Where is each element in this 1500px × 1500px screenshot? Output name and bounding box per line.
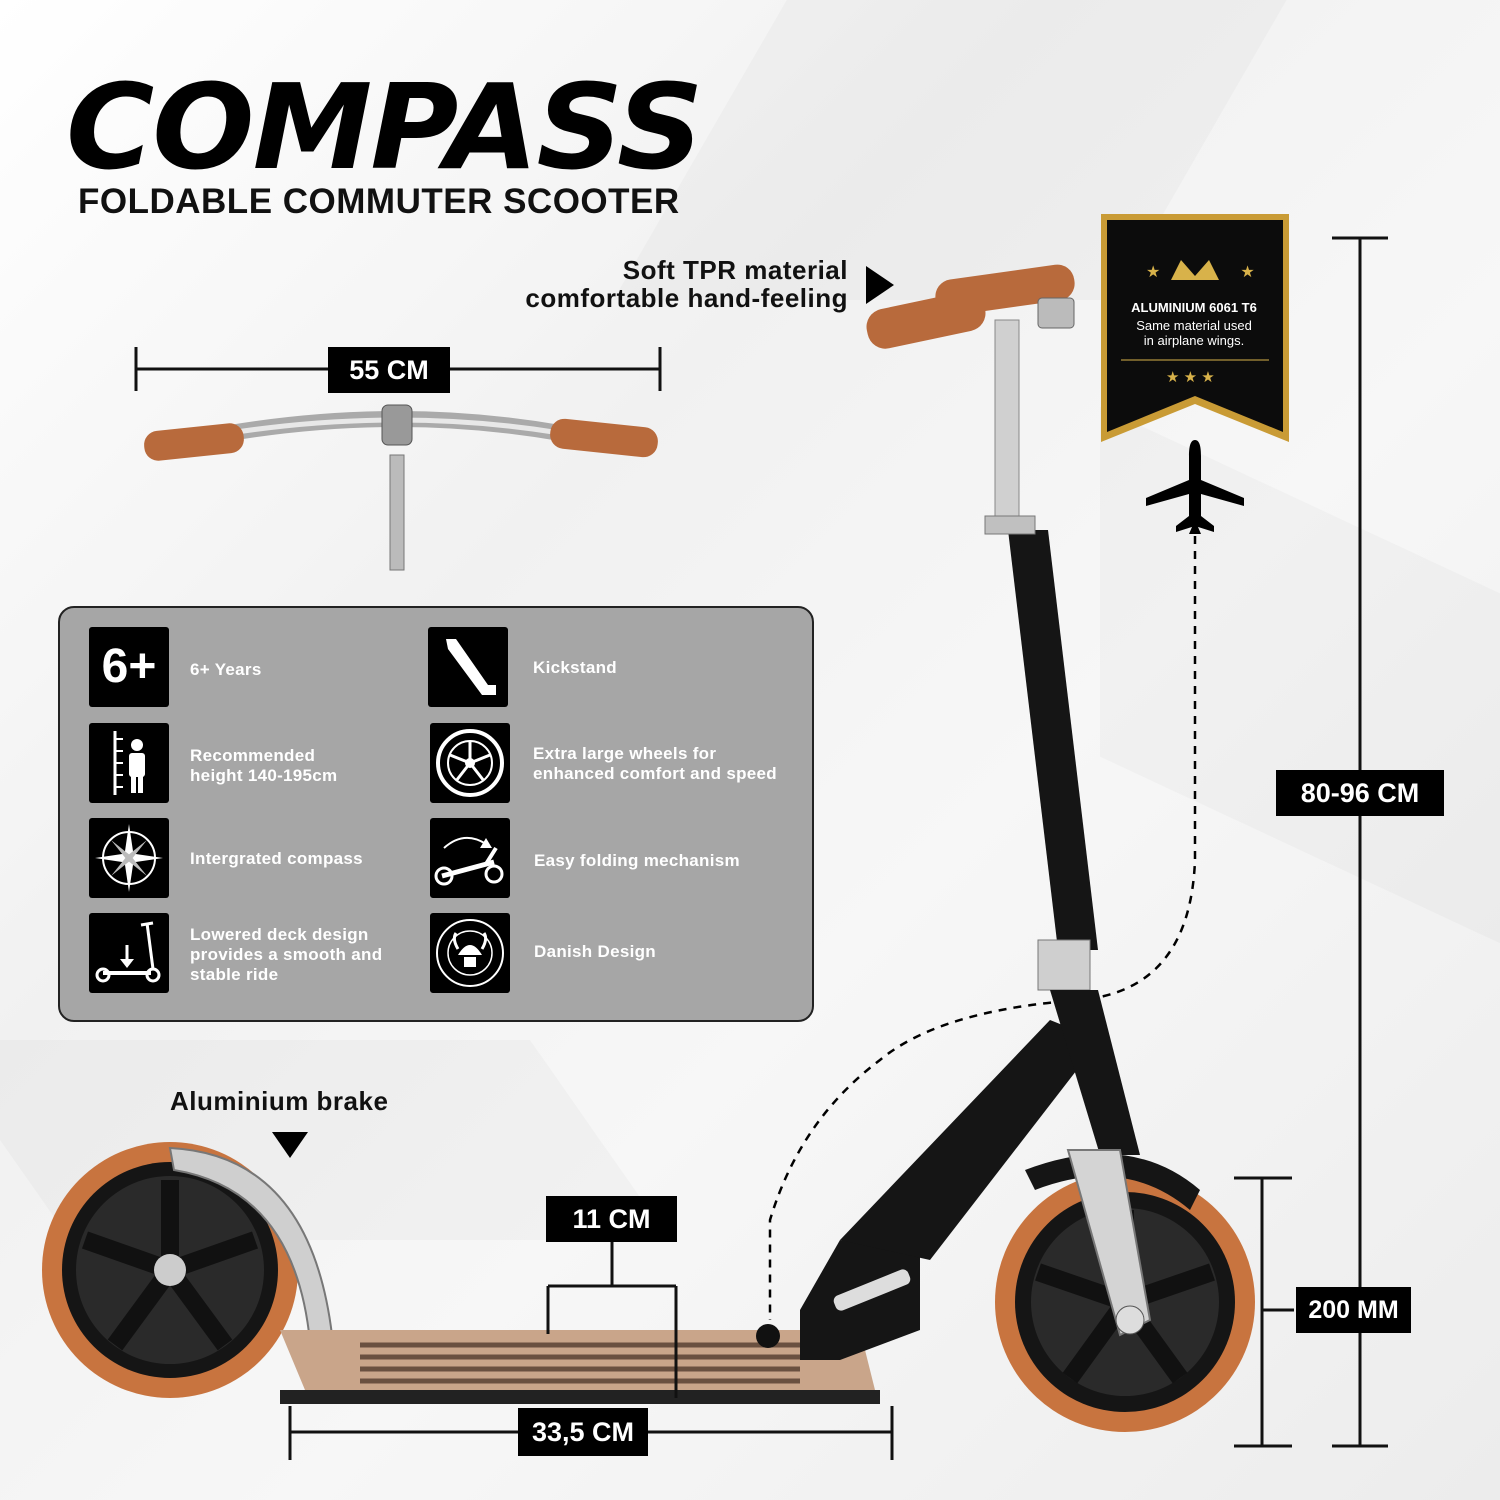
- grip-callout-line2: comfortable hand-feeling: [525, 283, 848, 313]
- age-6-plus-icon: 6+: [89, 627, 169, 707]
- danish-design-icon: [430, 913, 510, 993]
- badge-line1: ALUMINIUM 6061 T6: [1131, 300, 1257, 315]
- grip-callout-line1: Soft TPR material: [622, 255, 848, 285]
- badge-stars-bottom-icon: ★ ★ ★: [1166, 369, 1215, 386]
- brake-callout: Aluminium brake: [170, 1086, 389, 1116]
- wheel-icon: [430, 723, 510, 803]
- height-label: 80-96 CM: [1276, 770, 1444, 816]
- scooter-illustration: [42, 264, 1255, 1432]
- feature-label-deck: Lowered deck design provides a smooth an…: [190, 925, 383, 984]
- aluminium-badge: [1101, 214, 1289, 442]
- feature-label-wheels: Extra large wheels for enhanced comfort …: [533, 744, 777, 783]
- folding-icon: [430, 818, 510, 898]
- wheel-size-label: 200 MM: [1296, 1287, 1411, 1333]
- brand-title: COMPASS: [66, 58, 704, 196]
- feature-label-height: Recommended height 140-195cm: [190, 746, 338, 785]
- height-chart-icon: [89, 723, 169, 803]
- brand-subtitle: FOLDABLE COMMUTER SCOOTER: [78, 182, 680, 221]
- grip-arrow-icon: [866, 266, 894, 304]
- lowered-deck-icon: [89, 913, 169, 993]
- feature-label-age: 6+ Years: [190, 660, 262, 679]
- feature-label-compass: Intergrated compass: [190, 849, 363, 868]
- wheel-dimension-line: [1234, 1176, 1294, 1448]
- grip-callout: Soft TPR material comfortable hand-feeli…: [496, 256, 848, 312]
- route-dashed-line: [768, 520, 1201, 1320]
- deck-length-label: 33,5 CM: [518, 1408, 648, 1456]
- height-dimension-line: [1332, 236, 1388, 1448]
- deck-width-bracket: [546, 1242, 678, 1398]
- badge-stars-top-icon: ★ ★: [1146, 264, 1255, 281]
- badge-line3: in airplane wings.: [1143, 333, 1245, 348]
- feature-label-kickstand: Kickstand: [533, 658, 617, 677]
- feature-label-folding: Easy folding mechanism: [534, 851, 740, 870]
- badge-line2: Same material used: [1136, 318, 1252, 333]
- kickstand-icon: [428, 627, 508, 707]
- compass-icon: [89, 818, 169, 898]
- airplane-icon: [1146, 440, 1244, 532]
- feature-label-danish: Danish Design: [534, 942, 656, 961]
- handlebar-illustration: [134, 347, 662, 571]
- deck-width-label: 11 CM: [546, 1196, 677, 1242]
- brake-arrow-icon: [272, 1132, 308, 1158]
- handlebar-width-label: 55 CM: [328, 347, 450, 393]
